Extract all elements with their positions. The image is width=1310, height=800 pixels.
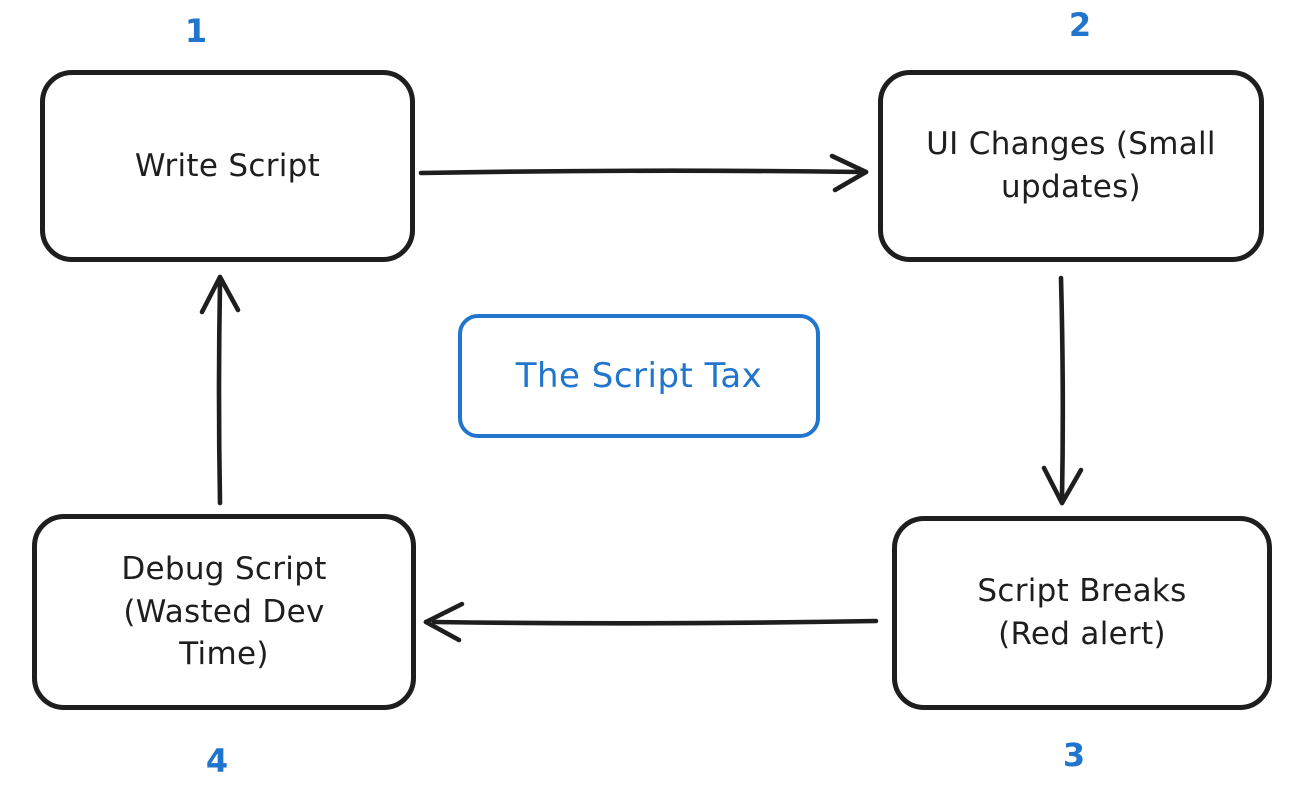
- cycle-title-box: The Script Tax: [458, 314, 820, 438]
- node-ui-changes: UI Changes (Small updates): [878, 70, 1264, 262]
- step-number-4: 4: [205, 742, 229, 780]
- step-number-2: 2: [1068, 6, 1092, 44]
- arrow-debug-script-to-write-script-icon: [199, 274, 241, 506]
- arrow-script-breaks-to-debug-script-icon: [423, 601, 879, 643]
- arrow-write-script-to-ui-changes-icon: [418, 153, 869, 193]
- cycle-title-label: The Script Tax: [515, 356, 763, 396]
- arrow-ui-changes-to-script-breaks-icon: [1041, 275, 1084, 506]
- node-debug-script: Debug Script (Wasted Dev Time): [32, 514, 416, 710]
- step-number-1: 1: [184, 12, 208, 50]
- node-write-script: Write Script: [40, 70, 415, 262]
- step-number-3: 3: [1062, 736, 1086, 774]
- node-script-breaks: Script Breaks (Red alert): [892, 516, 1272, 710]
